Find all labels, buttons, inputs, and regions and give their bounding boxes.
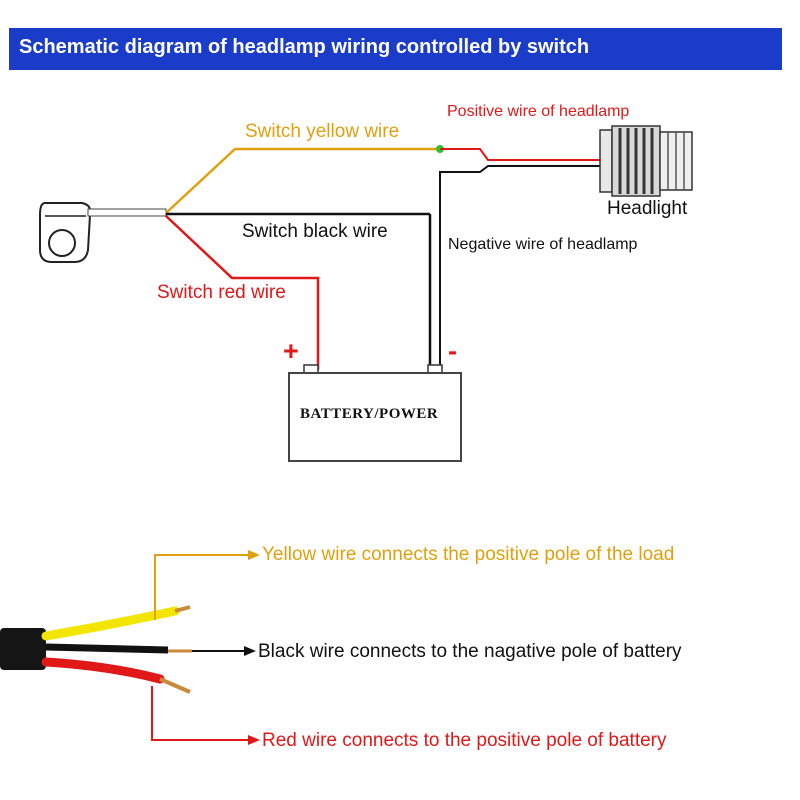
legend-black-text: Black wire connects to the nagative pole… [258, 641, 682, 662]
cable-icon [0, 605, 192, 694]
header-banner: Schematic diagram of headlamp wiring con… [9, 28, 782, 70]
headlamp-positive-wire [440, 148, 605, 161]
negative-wire-of-headlamp-label: Negative wire of headlamp [448, 236, 638, 253]
battery-power-label: BATTERY/POWER [300, 406, 439, 422]
red-arrow-line [151, 686, 250, 741]
switch-yellow-wire-label: Switch yellow wire [245, 121, 400, 142]
switch-red-wire [165, 215, 320, 370]
plus-sign-label: + [283, 336, 299, 366]
diagram-title: Schematic diagram of headlamp wiring con… [19, 36, 590, 58]
positive-wire-of-headlamp-label: Positive wire of headlamp [447, 103, 630, 120]
switch-yellow-wire [165, 147, 440, 214]
handlebar-switch-icon [39, 202, 167, 263]
headlight-label: Headlight [607, 198, 688, 219]
yellow-arrow-line [154, 554, 250, 620]
battery-icon [288, 364, 462, 462]
black-arrowhead [244, 646, 256, 656]
headlight-icon [599, 125, 693, 197]
switch-black-wire-label: Switch black wire [242, 221, 388, 242]
switch-red-wire-label: Switch red wire [157, 282, 286, 303]
legend-yellow-text: Yellow wire connects the positive pole o… [262, 544, 675, 565]
yellow-arrowhead [248, 550, 260, 560]
minus-sign-label: - [448, 336, 457, 366]
legend-red-text: Red wire connects to the positive pole o… [262, 730, 667, 751]
red-arrowhead [248, 735, 260, 745]
headlamp-negative-wire [439, 165, 605, 370]
